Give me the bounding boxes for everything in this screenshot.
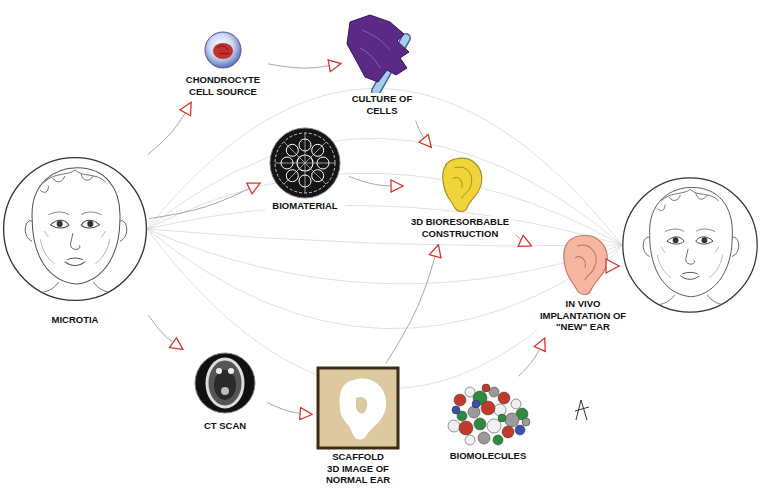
illustration-node: SCAFFOLD 3D IMAGE OF NORMAL EAR [315,365,401,489]
flow-connector [148,315,182,349]
ct-skull [207,359,243,407]
illustration-node: IN VIVO IMPLANTATION OF "NEW" EAR [534,228,632,336]
node-label: MICROTIA [5,314,145,326]
biomolecule-cluster [448,384,530,445]
ct-scan-image [195,353,255,413]
ear-fold [453,167,472,198]
flow-connector [267,402,312,414]
atom [454,394,466,406]
flow-connector [149,183,260,219]
node-label: IN VIVO IMPLANTATION OF "NEW" EAR [537,298,629,333]
node-label: CULTURE OF CELLS [347,93,417,116]
ct-frame [195,353,255,413]
node-label: BIOMATERIAL [265,200,345,212]
atom [487,419,501,433]
disc-pore [312,144,324,156]
cell-nucleus [213,43,233,59]
glove-fold [360,30,390,68]
atom [448,420,460,432]
atom [505,413,519,427]
guide-curve [147,88,622,245]
node-label: CT SCAN [188,420,262,432]
scaffold-ear [340,379,387,440]
atom [465,435,475,445]
ct-detail [228,368,234,374]
ear-notch [356,397,367,414]
disc-pore [286,144,298,156]
illustration-node: BIOMATERIAL [263,123,347,215]
atom [478,432,490,444]
ear-outline [564,235,607,294]
atom [452,406,460,414]
ct-brain [214,370,236,400]
disc-pore [299,175,311,187]
background-curves [147,88,622,388]
illustration-node: 3D BIORESORBABLE CONSTRUCTION [406,150,514,242]
disc-pore [299,139,311,151]
glove-hand [347,15,409,82]
node-label: 3D BIORESORBABLE CONSTRUCTION [409,216,511,239]
atom [493,435,503,445]
atom [511,399,521,409]
flow-connector [386,245,438,363]
node-label: CHONDROCYTE CELL SOURCE [183,74,263,97]
atom [498,414,506,422]
cell-detail [217,46,229,54]
flow-triangle [606,259,619,273]
disc-pore [281,157,293,169]
guide-curve [147,205,622,245]
flow-connector [148,102,191,154]
ct-detail [216,368,222,374]
illustration-node: CT SCAN [185,348,265,435]
node-label: BIOMOLECULES [446,450,530,462]
signature-mark [575,400,589,420]
atom [502,426,514,438]
biomaterial-disc [270,128,340,198]
guide-curve [147,173,622,245]
guide-curve [147,229,622,284]
atom [474,418,486,430]
pink-ear [564,235,607,294]
illustration-node: BIOMOLECULES [443,378,533,465]
atom [494,404,506,416]
illustration-node: CULTURE OF CELLS [344,8,420,119]
atom [498,392,510,404]
atom [468,406,480,418]
atom [489,387,499,397]
guide-curve [147,138,622,245]
yellow-ear [443,158,482,211]
scaffold-frame [318,368,398,448]
disc-spokes [275,133,335,193]
illustration-node: CHONDROCYTE CELL SOURCE [180,28,266,100]
flow-connector [268,64,341,68]
disc-base [270,128,340,198]
atom [482,384,490,392]
disc-pore [317,157,329,169]
flow-connector [519,338,545,376]
illustration-node: MICROTIA [3,156,147,329]
atom [472,400,480,408]
disc-pore [312,170,324,182]
ear-fold [575,245,596,280]
flow-connector [416,121,432,148]
guide-curve [147,229,622,246]
disc-pore [286,170,298,182]
atom [459,421,473,435]
ear-silhouette [340,379,387,440]
baby-face-left [4,158,147,301]
atom [522,418,530,426]
disc-ring [275,133,335,193]
atom [515,425,525,435]
ct-detail [221,387,229,395]
baby-face-right [623,178,757,312]
ear-outline [443,158,482,211]
chondrocyte-cell [205,32,241,68]
flow-connector [516,235,532,246]
node-label: SCAFFOLD 3D IMAGE OF NORMAL EAR [325,451,391,486]
atom [481,401,495,415]
flow-connector [349,176,403,186]
